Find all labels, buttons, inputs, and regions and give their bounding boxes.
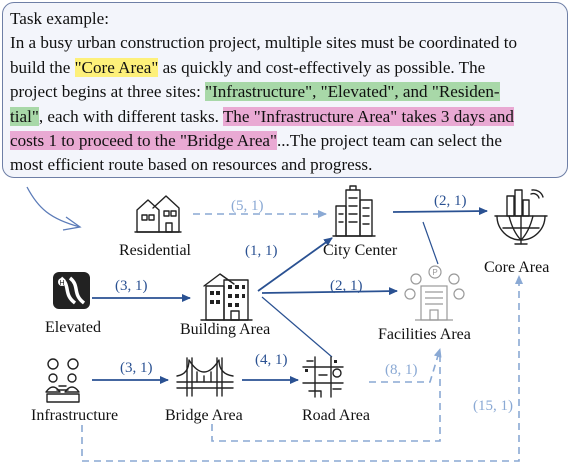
node-label-infrastructure: Infrastructure (31, 407, 118, 424)
node-label-residential: Residential (119, 242, 192, 259)
residential-icon (134, 195, 182, 233)
city-center-icon (332, 185, 376, 237)
pointer-curve-arrow (26, 186, 81, 228)
elevated-icon: H (53, 272, 90, 309)
edge-label-elevated-building: (3, 1) (115, 278, 148, 294)
edge-building-to-city (257, 237, 333, 292)
pointer-curve-arrowhead (62, 216, 82, 231)
highlight-green: tial" (10, 106, 39, 126)
edge-facilities-to-core (422, 221, 439, 265)
node-label-facilities-area: Facilities Area (378, 326, 471, 343)
core-area-icon (494, 189, 548, 245)
task-line: project begins at three sites: "Infrastr… (10, 80, 567, 104)
highlight-green: "Infrastructure", "Elevated", and "Resid… (205, 82, 500, 102)
highlight-pink: The "Infrastructure Area" takes 3 days a… (222, 106, 514, 126)
node-label-bridge-area: Bridge Area (165, 407, 243, 424)
edge-label-infra-core: (15, 1) (473, 398, 513, 414)
node-label-city-center: City Center (323, 242, 398, 259)
task-line: tial", each with different tasks. The "I… (10, 105, 567, 129)
node-label-building-area: Building Area (180, 321, 270, 338)
task-example-box: Task example: In a busy urban constructi… (2, 2, 568, 178)
edge-building-to-facilities (261, 287, 398, 296)
task-text: In a busy urban construction project, mu… (10, 33, 518, 53)
task-line: In a busy urban construction project, mu… (10, 31, 567, 55)
task-line: most efficient route based on resources … (10, 153, 567, 177)
bridge-area-icon (176, 357, 234, 397)
node-label-core-area: Core Area (484, 259, 549, 276)
node-label-road-area: Road Area (302, 407, 370, 424)
edge-city-to-core (392, 207, 488, 216)
road-area-icon (302, 356, 344, 398)
edge-infra-to-core (81, 275, 523, 462)
svg-text:H: H (59, 280, 64, 287)
task-text: , each with different tasks. (38, 106, 223, 126)
highlight-yellow: "Core Area" (74, 57, 159, 77)
edge-building-to-road (261, 296, 333, 358)
node-label-elevated: Elevated (45, 319, 101, 336)
edge-label-residential-city: (5, 1) (231, 198, 264, 214)
edge-label-road-facilities: (8, 1) (385, 362, 418, 378)
edge-label-city-core: (2, 1) (434, 193, 467, 209)
edge-label-infra-bridge: (3, 1) (120, 360, 153, 376)
task-text: build the (10, 57, 75, 77)
infrastructure-icon (45, 358, 80, 403)
task-description: In a busy urban construction project, mu… (10, 31, 567, 177)
highlight-pink: costs 1 to proceed to the "Bridge Area" (10, 131, 277, 151)
task-text: most efficient route based on resources … (10, 155, 373, 175)
edge-label-building-city: (1, 1) (245, 243, 278, 259)
task-text: project begins at three sites: (10, 82, 206, 102)
task-text: as quickly and cost-effectively as possi… (158, 57, 486, 77)
building-area-icon (200, 273, 253, 321)
task-line: build the "Core Area" as quickly and cos… (10, 56, 567, 80)
task-line: costs 1 to proceed to the "Bridge Area".… (10, 129, 567, 153)
task-title: Task example: (10, 9, 109, 28)
task-text: ...The project team can select the (276, 131, 502, 151)
svg-text:P: P (432, 268, 437, 277)
edge-bridge-to-facilities-dashed (211, 350, 441, 442)
edge-road-to-facilities (369, 348, 442, 383)
facilities-area-icon: P (404, 265, 465, 321)
edge-label-bridge-road: (4, 1) (255, 352, 288, 368)
edge-label-building-facilities: (2, 1) (330, 278, 363, 294)
